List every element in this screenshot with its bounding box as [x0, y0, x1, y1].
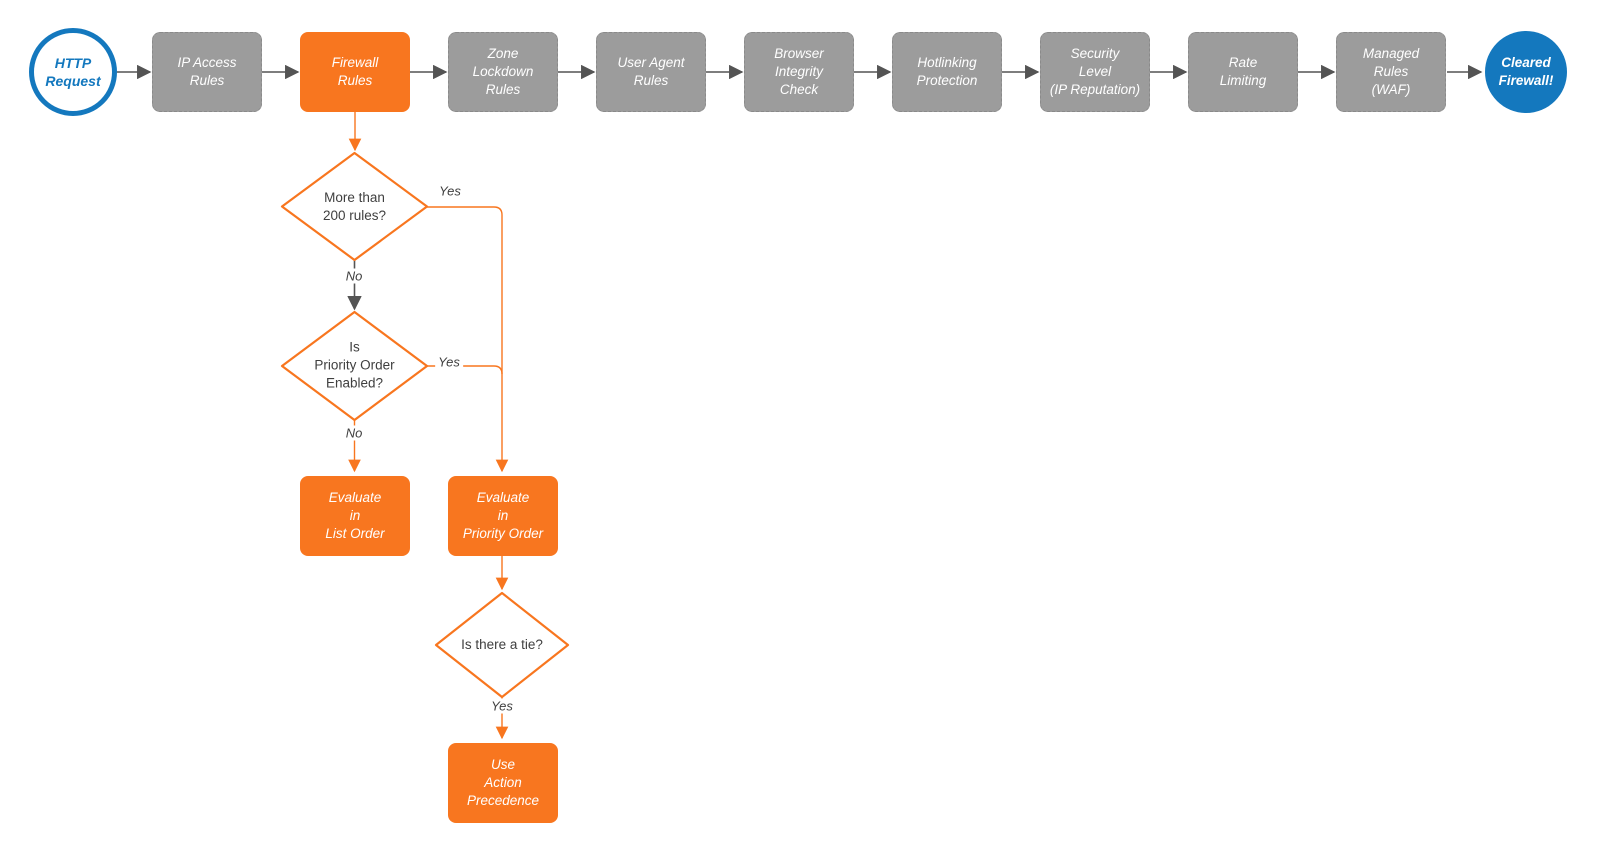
node-evaluate-list-order: Evaluate in List Order	[300, 476, 410, 556]
node-rate-limiting: Rate Limiting	[1188, 32, 1298, 112]
decision-is-there-a-tie-label: Is there a tie?	[461, 636, 543, 652]
node-http-request: HTTP Request	[29, 28, 117, 116]
node-evaluate-priority-order: Evaluate in Priority Order	[448, 476, 558, 556]
node-managed-rules-waf: Managed Rules (WAF)	[1336, 32, 1446, 112]
decision-is-there-a-tie-shape	[434, 591, 570, 699]
decision-priority-order-enabled-shape	[280, 310, 429, 422]
node-firewall-rules: Firewall Rules	[300, 32, 410, 112]
edge-label-yes-200-rules: Yes	[436, 183, 464, 199]
node-browser-integrity-check: Browser Integrity Check	[744, 32, 854, 112]
edge-label-no-priority-order: No	[342, 425, 366, 441]
node-user-agent-rules: User Agent Rules	[596, 32, 706, 112]
decision-more-than-200-rules-shape	[280, 151, 429, 262]
node-zone-lockdown-rules: Zone Lockdown Rules	[448, 32, 558, 112]
edge-priority-enabled-yes	[427, 365, 503, 375]
node-use-action-precedence: Use Action Precedence	[448, 743, 558, 823]
edge-label-yes-tie: Yes	[488, 698, 516, 714]
edge-decision-200-yes	[427, 206, 509, 473]
node-security-level: Security Level (IP Reputation)	[1040, 32, 1150, 112]
decision-more-than-200-rules-label: More than 200 rules?	[322, 189, 387, 223]
node-cleared-firewall: Cleared Firewall!	[1485, 31, 1567, 113]
edge-label-no-200-rules: No	[342, 268, 366, 284]
edge-label-yes-priority-order: Yes	[435, 354, 463, 370]
node-hotlinking-protection: Hotlinking Protection	[892, 32, 1002, 112]
decision-priority-order-enabled-label: Is Priority Order Enabled?	[314, 339, 395, 392]
node-ip-access-rules: IP Access Rules	[152, 32, 262, 112]
